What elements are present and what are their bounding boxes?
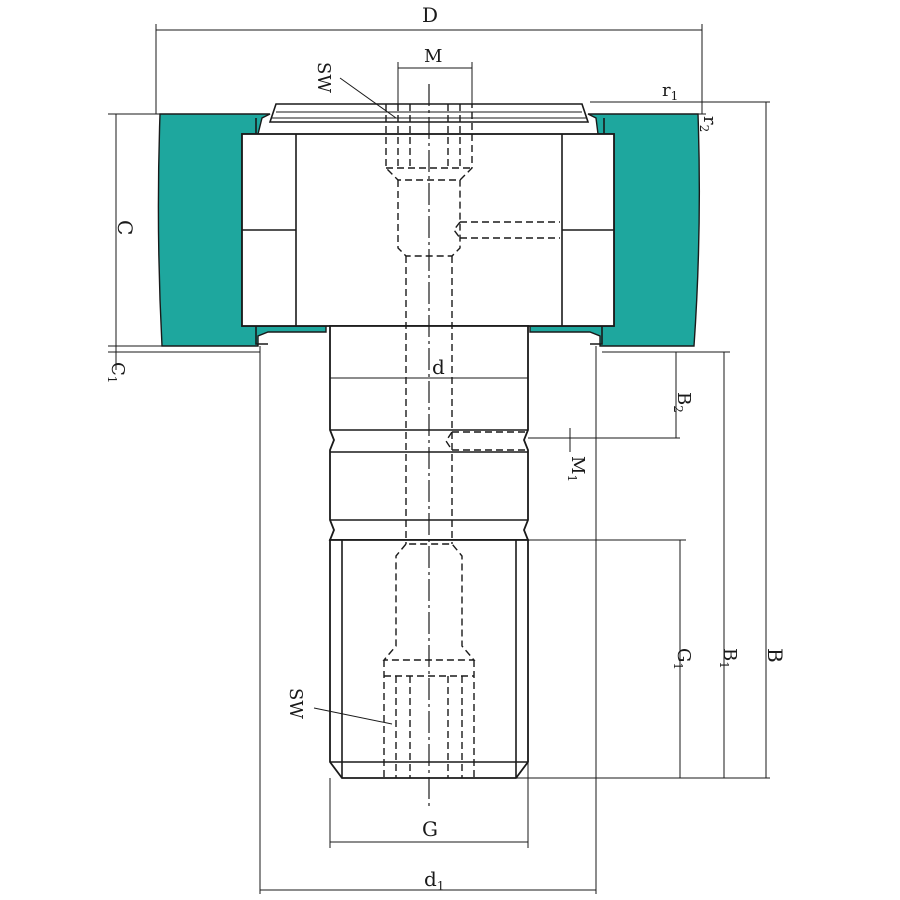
label-G1: G1 — [671, 648, 694, 670]
inner-housing — [241, 103, 615, 345]
label-D: D — [422, 3, 438, 27]
label-SW-bottom: SW — [285, 688, 306, 719]
label-r1: r1 — [662, 80, 678, 103]
top-hex-socket — [385, 104, 473, 181]
label-B: B — [763, 648, 787, 663]
dimension-lines — [108, 24, 770, 894]
label-d1: d1 — [424, 867, 444, 893]
top-flange — [268, 103, 590, 123]
label-M: M — [424, 46, 442, 67]
label-SW-top: SW — [313, 62, 334, 93]
label-B2: B2 — [671, 392, 694, 413]
label-r2: r2 — [697, 116, 720, 132]
seal-bottom — [255, 326, 603, 345]
sw-top-leader — [339, 77, 397, 119]
label-C: C — [113, 220, 137, 235]
hidden-bore — [382, 104, 560, 778]
label-C1: C1 — [105, 362, 128, 383]
sw-bottom-leader — [313, 707, 393, 725]
dimension-labels: D M SW r1 r2 C C1 d B2 M1 G1 B1 B SW G d… — [105, 3, 787, 893]
label-B1: B1 — [717, 648, 740, 669]
label-d: d — [432, 355, 445, 379]
label-M1: M1 — [565, 456, 588, 482]
housing-body — [241, 133, 615, 327]
shaft-lube-port — [445, 431, 528, 451]
label-G: G — [422, 817, 438, 841]
side-lube-port — [453, 221, 560, 239]
seal-top — [255, 118, 605, 134]
